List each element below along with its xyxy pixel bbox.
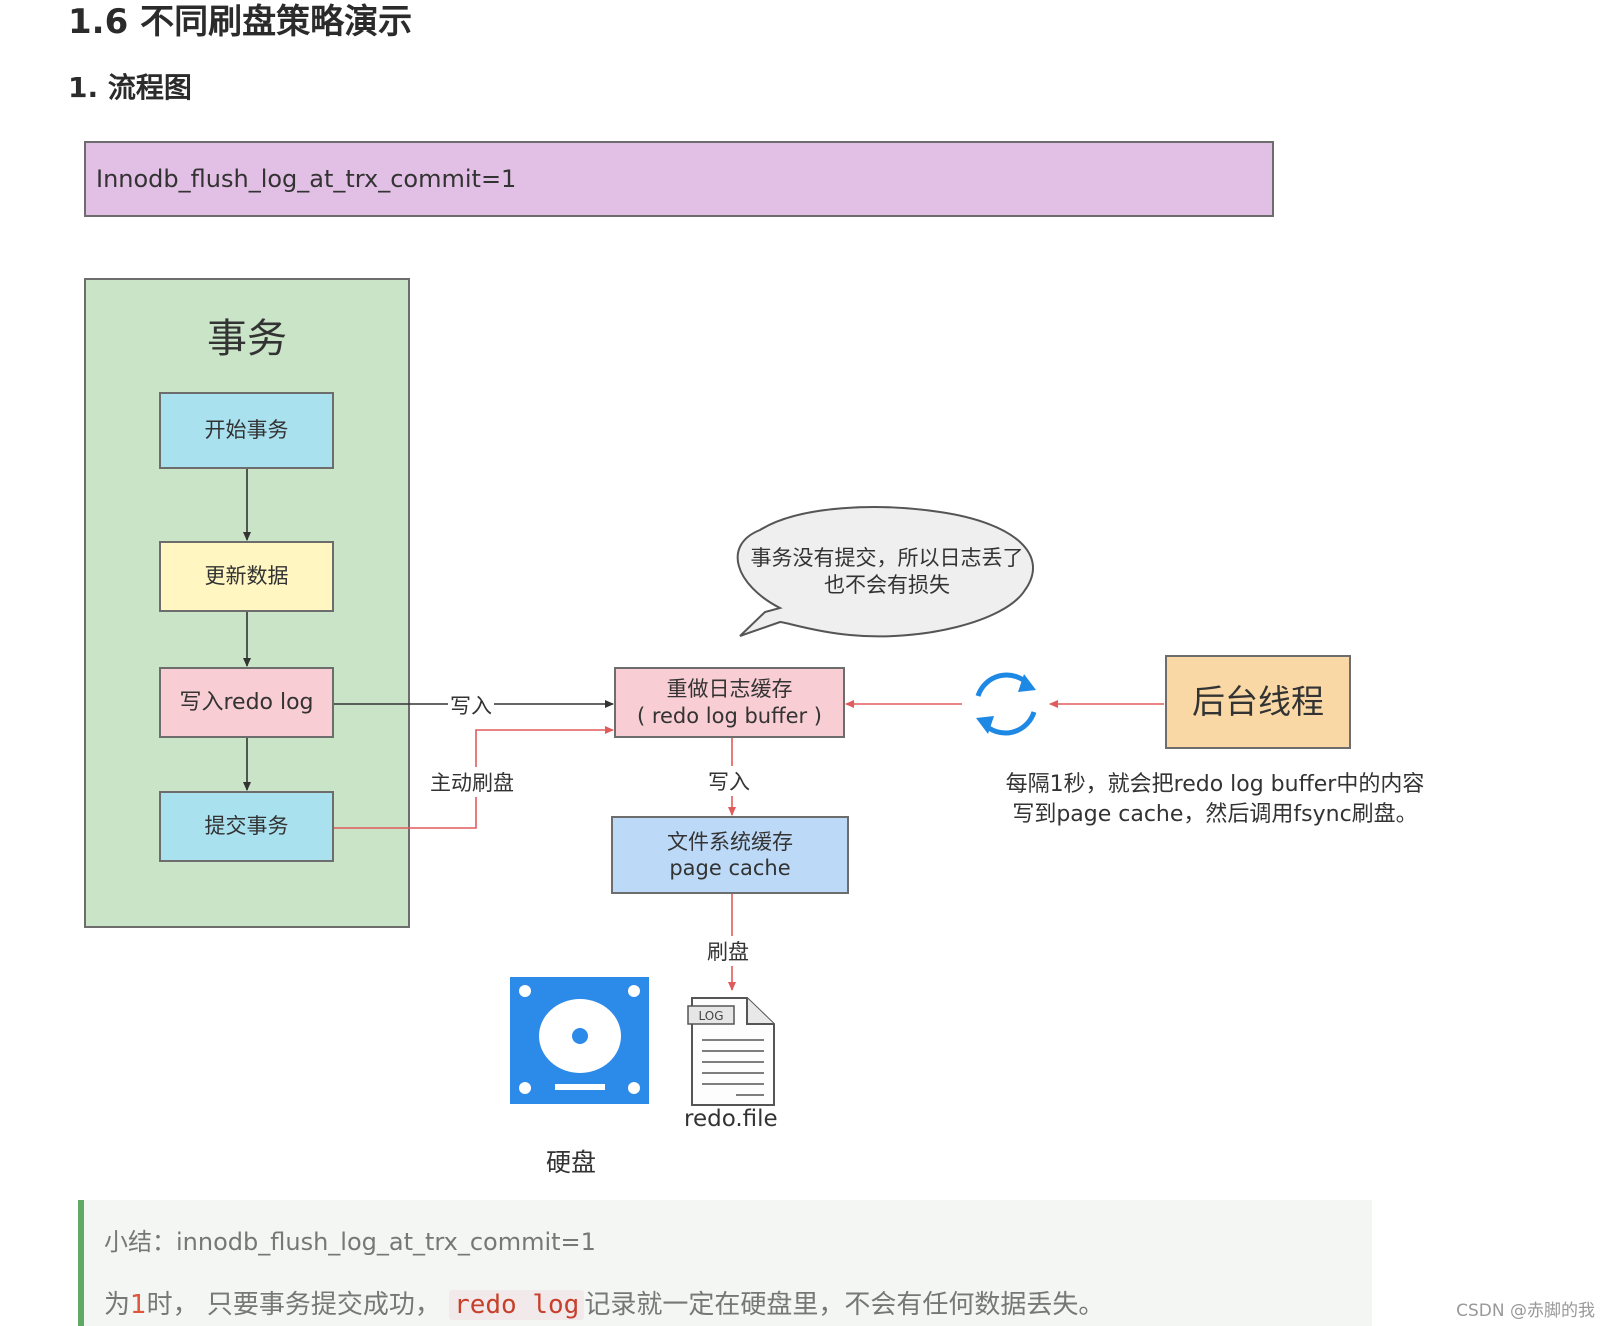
hard-disk-label: 硬盘 [546,1148,597,1177]
background-thread-note: 每隔1秒，就会把redo log buffer中的内容 写到page cache… [980,770,1450,829]
log-file-icon: LOG [687,997,775,1106]
redo-file-label: redo.file [684,1106,778,1132]
background-note-line-1: 每隔1秒，就会把redo log buffer中的内容 [1005,772,1425,797]
redo-log-buffer-subtitle: ( redo log buffer ) [636,703,823,728]
page-cache-node: 文件系统缓存 page cache [611,816,849,894]
summary-inline-code: redo log [449,1290,585,1320]
summary-blockquote [78,1200,1372,1326]
commit-transaction-node: 提交事务 [159,791,334,862]
update-data-node: 更新数据 [159,541,334,612]
hard-disk-icon [510,977,649,1104]
page-cache-subtitle: page cache [669,856,791,880]
start-transaction-node: 开始事务 [159,392,334,469]
speech-bubble-text: 事务没有提交，所以日志丢了 也不会有损失 [732,545,1042,600]
background-thread-node: 后台线程 [1165,655,1351,749]
summary-value: 1 [130,1290,147,1320]
edge-label-write-to-cache: 写入 [706,766,752,796]
redo-log-buffer-node: 重做日志缓存 ( redo log buffer ) [614,667,845,738]
log-file-tag: LOG [698,1009,723,1023]
speech-bubble [736,506,1034,638]
transaction-title: 事务 [207,316,287,362]
page-cache-title: 文件系统缓存 [667,829,793,854]
refresh-icon [975,672,1037,736]
summary-title: 小结：innodb_flush_log_at_trx_commit=1 [104,1228,596,1256]
redo-log-buffer-title: 重做日志缓存 [666,677,793,702]
speech-bubble-line-1: 事务没有提交，所以日志丢了 [750,546,1024,570]
summary-prefix: 为 [104,1290,131,1320]
edge-label-active-flush: 主动刷盘 [430,767,514,797]
watermark: CSDN @赤脚的我 [1456,1301,1595,1321]
summary-suffix: 记录就一定在硬盘里，不会有任何数据丢失。 [584,1290,1105,1320]
speech-bubble-line-2: 也不会有损失 [824,573,950,598]
edge-label-write-to-buffer: 写入 [448,690,494,720]
summary-middle: 时， 只要事务提交成功， [146,1290,441,1320]
banner-text: Innodb_flush_log_at_trx_commit=1 [96,165,517,193]
section-subheading: 1. 流程图 [68,71,192,104]
background-note-line-2: 写到page cache，然后调用fsync刷盘。 [1012,801,1418,827]
write-redo-log-node: 写入redo log [159,667,334,738]
config-banner: Innodb_flush_log_at_trx_commit=1 [84,141,1274,217]
page-heading: 1.6 不同刷盘策略演示 [68,2,413,42]
edge-label-flush: 刷盘 [707,936,749,966]
